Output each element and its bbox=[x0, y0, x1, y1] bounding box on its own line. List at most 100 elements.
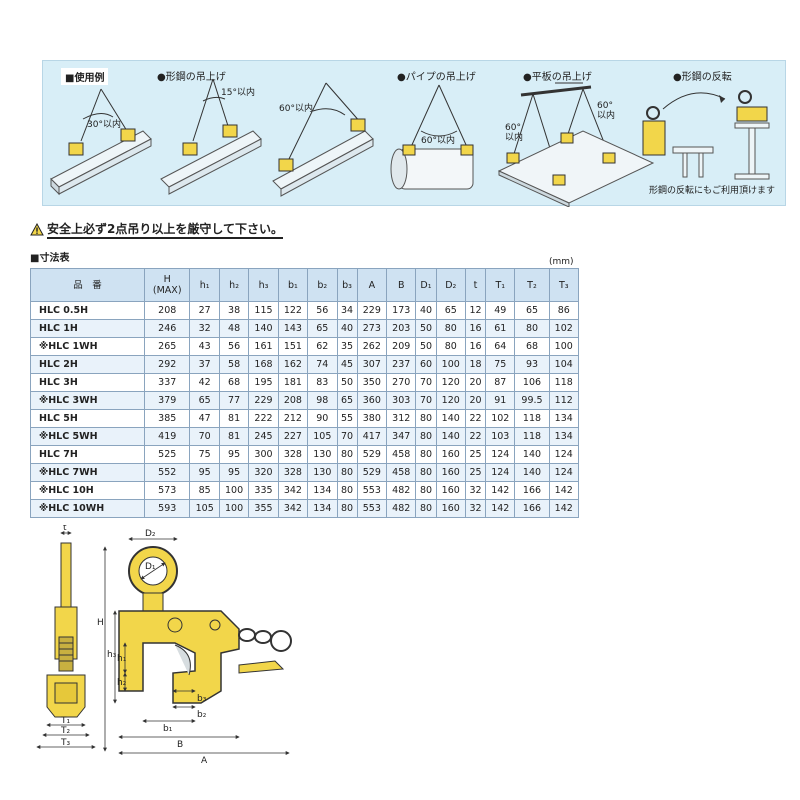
value-cell: 552 bbox=[143, 463, 191, 482]
value-cell: 37 bbox=[189, 355, 220, 374]
value-cell: 22 bbox=[464, 409, 487, 428]
column-header: T₃ bbox=[548, 268, 579, 302]
dim-label-H: H bbox=[97, 618, 104, 628]
dim-label-T2: T₂ bbox=[60, 726, 70, 736]
model-cell: HLC 2H bbox=[30, 355, 145, 374]
caption-flip: 形鋼の反転 bbox=[673, 68, 732, 83]
value-cell: 80 bbox=[336, 499, 358, 518]
flip-note: 形鋼の反転にもご利用頂けます bbox=[649, 186, 776, 196]
value-cell: 292 bbox=[143, 355, 191, 374]
value-cell: 60 bbox=[415, 355, 437, 374]
value-cell: 80 bbox=[415, 427, 437, 446]
value-cell: 103 bbox=[485, 427, 516, 446]
value-cell: 161 bbox=[248, 337, 279, 356]
column-header: D₁ bbox=[415, 268, 437, 302]
column-header: b₁ bbox=[277, 268, 309, 302]
value-cell: 18 bbox=[464, 355, 487, 374]
value-cell: 482 bbox=[386, 499, 417, 518]
value-cell: 140 bbox=[514, 463, 550, 482]
value-cell: 87 bbox=[485, 373, 516, 392]
value-cell: 68 bbox=[514, 337, 550, 356]
value-cell: 20 bbox=[464, 391, 487, 410]
angle-30: 30°以内 bbox=[87, 120, 121, 130]
value-cell: 300 bbox=[248, 445, 279, 464]
value-cell: 181 bbox=[277, 373, 309, 392]
column-header: T₁ bbox=[485, 268, 516, 302]
dim-label-T3: T₃ bbox=[60, 738, 70, 748]
angle-60-plate-right: 60° 以内 bbox=[597, 101, 616, 121]
value-cell: 419 bbox=[143, 427, 191, 446]
value-cell: 124 bbox=[485, 445, 516, 464]
value-cell: 40 bbox=[415, 301, 437, 320]
value-cell: 100 bbox=[218, 481, 250, 500]
column-header: b₃ bbox=[336, 268, 358, 302]
value-cell: 529 bbox=[356, 445, 388, 464]
value-cell: 307 bbox=[356, 355, 388, 374]
value-cell: 50 bbox=[415, 337, 437, 356]
value-cell: 118 bbox=[514, 427, 550, 446]
value-cell: 124 bbox=[485, 463, 516, 482]
value-cell: 102 bbox=[548, 319, 579, 338]
value-cell: 140 bbox=[435, 427, 466, 446]
value-cell: 124 bbox=[548, 463, 579, 482]
value-cell: 160 bbox=[435, 499, 466, 518]
value-cell: 142 bbox=[548, 499, 579, 518]
usage-examples-panel: ■使用例 形鋼の吊上げ パイプの吊上げ 平板の吊上げ 形鋼の反転 30°以内 1… bbox=[42, 60, 786, 207]
value-cell: 83 bbox=[307, 373, 338, 392]
value-cell: 105 bbox=[307, 427, 338, 446]
value-cell: 166 bbox=[514, 481, 550, 500]
value-cell: 134 bbox=[548, 427, 579, 446]
value-cell: 142 bbox=[485, 499, 516, 518]
value-cell: 458 bbox=[386, 463, 417, 482]
model-cell: ※HLC 3WH bbox=[30, 391, 145, 410]
value-cell: 222 bbox=[248, 409, 279, 428]
model-cell: HLC 7H bbox=[30, 445, 145, 464]
value-cell: 80 bbox=[415, 499, 437, 518]
example-plate bbox=[497, 82, 655, 207]
value-cell: 151 bbox=[277, 337, 309, 356]
model-cell: HLC 3H bbox=[30, 373, 145, 392]
clamp-side-view bbox=[46, 542, 86, 718]
value-cell: 212 bbox=[277, 409, 309, 428]
safety-warning: 安全上必ず2点吊り以上を厳守して下さい。 bbox=[30, 220, 283, 239]
value-cell: 122 bbox=[277, 301, 309, 320]
value-cell: 195 bbox=[248, 373, 279, 392]
value-cell: 95 bbox=[189, 463, 220, 482]
caption-plate: 平板の吊上げ bbox=[523, 68, 592, 83]
value-cell: 140 bbox=[248, 319, 279, 338]
dim-label-h3: h₃ bbox=[107, 650, 117, 660]
value-cell: 16 bbox=[464, 337, 487, 356]
value-cell: 100 bbox=[435, 355, 466, 374]
dim-label-b2: b₂ bbox=[197, 710, 207, 720]
value-cell: 118 bbox=[514, 409, 550, 428]
value-cell: 80 bbox=[415, 445, 437, 464]
value-cell: 38 bbox=[218, 301, 250, 320]
value-cell: 134 bbox=[307, 499, 338, 518]
value-cell: 68 bbox=[218, 373, 250, 392]
value-cell: 328 bbox=[277, 445, 309, 464]
column-header: h₁ bbox=[189, 268, 220, 302]
value-cell: 77 bbox=[218, 391, 250, 410]
value-cell: 80 bbox=[336, 481, 358, 500]
value-cell: 34 bbox=[336, 301, 358, 320]
value-cell: 45 bbox=[336, 355, 358, 374]
value-cell: 328 bbox=[277, 463, 309, 482]
value-cell: 61 bbox=[485, 319, 516, 338]
value-cell: 20 bbox=[464, 373, 487, 392]
value-cell: 417 bbox=[356, 427, 388, 446]
value-cell: 379 bbox=[143, 391, 191, 410]
example-shaped-steel-30 bbox=[50, 88, 152, 196]
value-cell: 80 bbox=[415, 481, 437, 500]
model-cell: HLC 1H bbox=[30, 319, 145, 338]
value-cell: 40 bbox=[336, 319, 358, 338]
value-cell: 75 bbox=[189, 445, 220, 464]
value-cell: 48 bbox=[218, 319, 250, 338]
model-cell: ※HLC 10WH bbox=[30, 499, 145, 518]
value-cell: 70 bbox=[189, 427, 220, 446]
value-cell: 32 bbox=[464, 481, 487, 500]
value-cell: 525 bbox=[143, 445, 191, 464]
value-cell: 35 bbox=[336, 337, 358, 356]
